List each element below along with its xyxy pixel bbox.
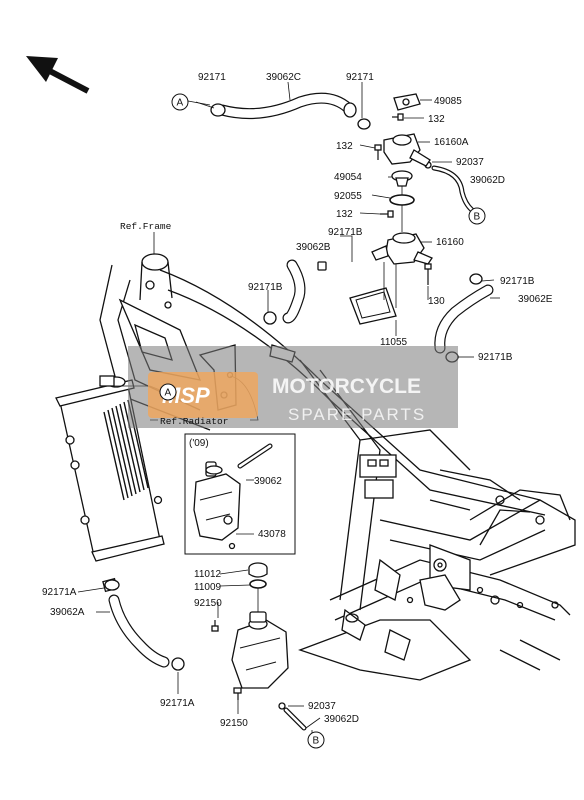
ref-frame-label: Ref.Frame <box>120 221 172 232</box>
label-11009: 11009 <box>194 582 222 593</box>
label-132-c: 132 <box>336 209 353 220</box>
label-92055: 92055 <box>334 191 362 202</box>
label-39062d-bot: 39062D <box>324 714 359 725</box>
label-132-a: 132 <box>428 114 445 125</box>
label-92150-b: 92150 <box>220 718 248 729</box>
label-49085: 49085 <box>434 96 462 107</box>
label-11012: 11012 <box>194 569 222 580</box>
label-92171b-a: 92171B <box>328 227 363 238</box>
marker-a-radiator: A <box>159 383 177 401</box>
label-92171a-bot: 92171A <box>160 698 195 709</box>
label-39062d-top: 39062D <box>470 175 505 186</box>
label-11055: 11055 <box>380 337 408 348</box>
marker-b-top: B <box>468 207 486 225</box>
label-16160a: 16160A <box>434 137 469 148</box>
label-92171b-c: 92171B <box>500 276 535 287</box>
label-92171-cap: 92171 <box>346 72 374 83</box>
label-130: 130 <box>428 296 445 307</box>
marker-b-bottom-label: B <box>313 736 320 747</box>
marker-b-bottom: B <box>307 731 325 749</box>
part-labels: 92171 39062C 92171 49085 132 16160A 132 … <box>42 72 553 729</box>
thermostat-assembly <box>349 93 433 325</box>
marker-a-top-label: A <box>177 98 184 109</box>
hoses <box>108 92 494 731</box>
label-92037-bot: 92037 <box>308 701 336 712</box>
label-39062b: 39062B <box>296 242 331 253</box>
label-92171a-top: 92171A <box>42 587 77 598</box>
label-39062c: 39062C <box>266 72 301 83</box>
reservoir-tank <box>211 562 289 700</box>
label-39062a: 39062A <box>50 607 85 618</box>
label-16160: 16160 <box>436 237 464 248</box>
watermark-line2: SPARE PARTS <box>288 405 426 424</box>
label-39062e: 39062E <box>518 294 553 305</box>
reservoir-09-box <box>184 433 296 555</box>
label-39062: 39062 <box>254 476 282 487</box>
label-43078: 43078 <box>258 529 286 540</box>
direction-arrow-icon <box>26 56 90 94</box>
marker-b-top-label: B <box>474 212 481 223</box>
label-92171b-b: 92171B <box>248 282 283 293</box>
year-09-label: ('09) <box>189 438 209 449</box>
ref-radiator-label: Ref.Radiator <box>160 416 228 427</box>
label-92150-a: 92150 <box>194 598 222 609</box>
leader-lines <box>77 81 500 740</box>
marker-a-top: A <box>171 93 189 111</box>
label-49054: 49054 <box>334 172 362 183</box>
label-92171-top: 92171 <box>198 72 226 83</box>
label-92037-top: 92037 <box>456 157 484 168</box>
label-92171b-d: 92171B <box>478 352 513 363</box>
motorcycle-frame <box>99 253 576 681</box>
label-132-b: 132 <box>336 141 353 152</box>
watermark-line1: MOTORCYCLE <box>272 375 421 398</box>
marker-a-radiator-label: A <box>165 388 172 399</box>
